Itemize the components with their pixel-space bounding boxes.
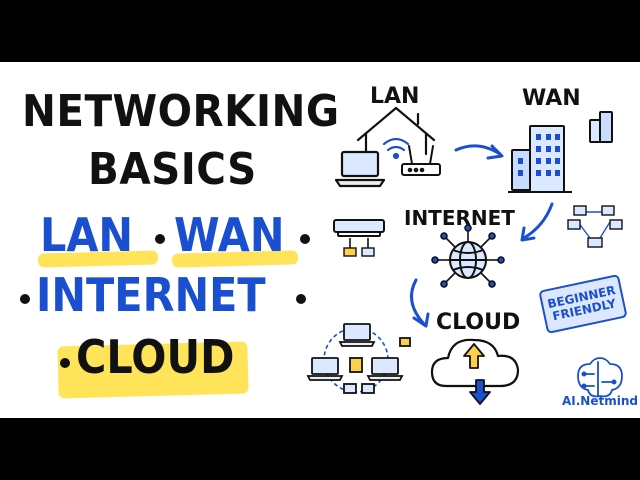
office-building-icon: [511, 111, 613, 193]
title-basics: BASICS: [88, 144, 257, 195]
globe-nodes: [431, 224, 505, 288]
brain-circuit-icon: [577, 357, 623, 398]
device-icon: [343, 247, 357, 257]
title-networking: NETWORKING: [22, 86, 340, 137]
label-cloud: CLOUD: [436, 310, 521, 335]
arrow-head-icon: [520, 226, 536, 242]
bullet-dot: [60, 358, 70, 368]
brand-logo: AI.Netmind: [562, 352, 638, 412]
laptop-network-icon: [306, 323, 411, 394]
bullet-dot: [296, 294, 306, 304]
bullet-dot: [20, 294, 30, 304]
small-network-icon: [567, 205, 623, 248]
laptop-icon: [334, 150, 386, 188]
arrow-internet-to-cloud: [410, 278, 426, 326]
arrow-head-icon: [412, 312, 430, 328]
thumbnail-panel: NETWORKING BASICS LAN WAN INTERNET CLOUD: [0, 62, 640, 418]
topic-cloud: CLOUD: [76, 330, 235, 384]
topic-lan: LAN: [40, 208, 134, 262]
brand-name: AI.Netmind: [562, 394, 638, 408]
bullet-dot: [300, 234, 310, 244]
globe-icon: [449, 241, 487, 279]
transfer-arrows-icon: [463, 343, 491, 405]
arrow-head-icon: [486, 144, 504, 160]
device-icon: [361, 247, 375, 257]
label-internet: INTERNET: [404, 206, 515, 230]
label-wan: WAN: [522, 86, 581, 111]
router-icon: [401, 145, 441, 176]
topic-internet: INTERNET: [36, 268, 266, 322]
switch-links: [349, 238, 369, 248]
network-switch-icon: [333, 219, 385, 237]
building-windows: [518, 134, 560, 176]
network-diagram: [306, 106, 623, 405]
label-lan: LAN: [370, 84, 420, 109]
arrow-wan-to-internet: [522, 202, 554, 240]
bullet-dot: [155, 234, 165, 244]
topic-wan: WAN: [174, 208, 285, 262]
